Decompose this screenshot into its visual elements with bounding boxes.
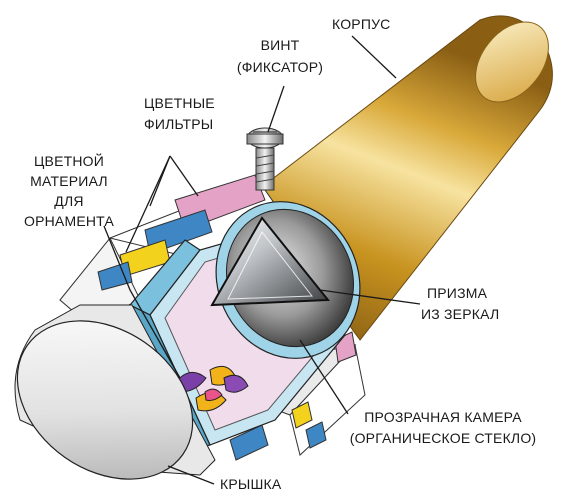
label-prism-line1: ПРИЗМА xyxy=(427,285,487,302)
leader-filters-2 xyxy=(170,156,198,196)
label-chamber-line2: (ОРГАНИЧЕСКОЕ СТЕКЛО) xyxy=(336,430,550,447)
leader-screw xyxy=(268,86,284,132)
label-prism-line2: ИЗ ЗЕРКАЛ xyxy=(421,306,499,323)
label-cap: КРЫШКА xyxy=(220,476,281,493)
label-material-line4: ОРНАМЕНТА xyxy=(10,213,128,230)
label-filters-line1: ЦВЕТНЫЕ xyxy=(144,95,215,112)
label-body: КОРПУС xyxy=(332,16,391,33)
label-material-line1: ЦВЕТНОЙ xyxy=(10,153,128,170)
label-filters-line2: ФИЛЬТРЫ xyxy=(144,116,213,133)
label-chamber-line1: ПРОЗРАЧНАЯ КАМЕРА xyxy=(336,409,550,426)
label-material-line2: МАТЕРИАЛ xyxy=(10,173,128,190)
label-screw-line1: ВИНТ xyxy=(232,37,328,54)
leader-body xyxy=(352,36,396,78)
label-material-line3: ДЛЯ xyxy=(10,193,128,210)
label-screw-line2: (ФИКСАТОР) xyxy=(232,59,328,76)
